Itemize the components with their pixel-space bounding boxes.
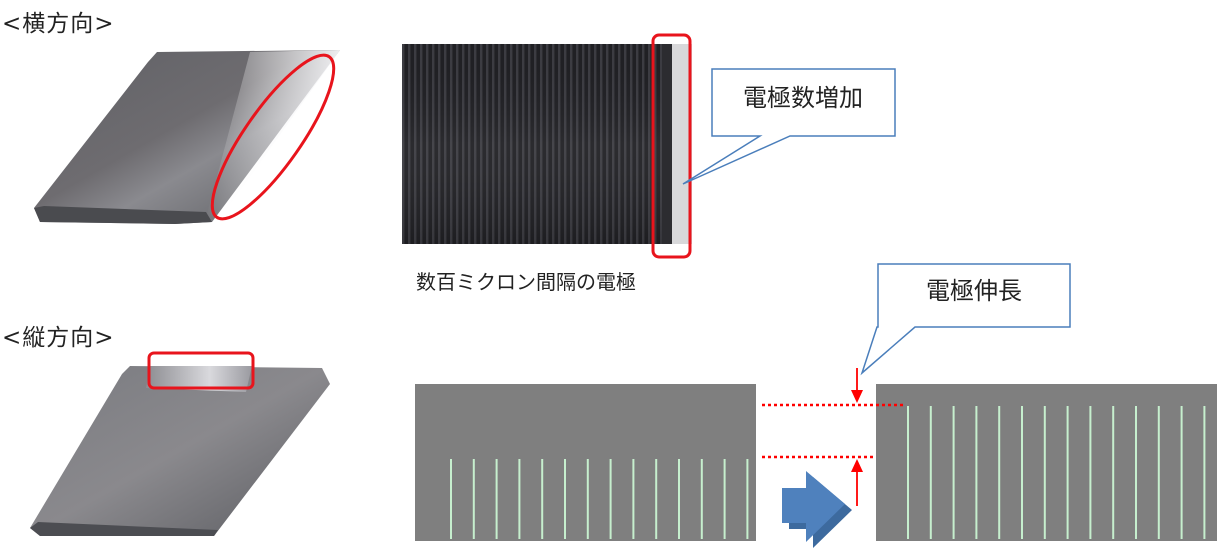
photo-caption: 数百ミクロン間隔の電極 <box>416 270 636 294</box>
electrode-edge-highlight-box <box>651 33 692 259</box>
plate-horizontal <box>34 50 340 224</box>
panel-before <box>415 384 756 541</box>
callout-electrode-increase <box>682 68 896 185</box>
heading-horizontal: <横方向> <box>2 11 115 37</box>
plate-vertical <box>30 366 330 536</box>
callout-electrode-extension-label: 電極伸長 <box>926 277 1022 305</box>
callout-electrode-extension <box>860 263 1071 376</box>
edge-highlight-ellipse <box>210 53 336 221</box>
electrode-photo <box>402 44 692 244</box>
callout-electrode-increase-label: 電極数増加 <box>743 84 863 112</box>
heading-vertical: <縦方向> <box>2 325 115 351</box>
top-edge-highlight-box <box>147 351 255 390</box>
extension-arrow-down <box>851 368 863 403</box>
extension-arrow-up <box>851 459 863 506</box>
transition-arrow <box>782 471 852 548</box>
panel-after <box>876 384 1217 541</box>
